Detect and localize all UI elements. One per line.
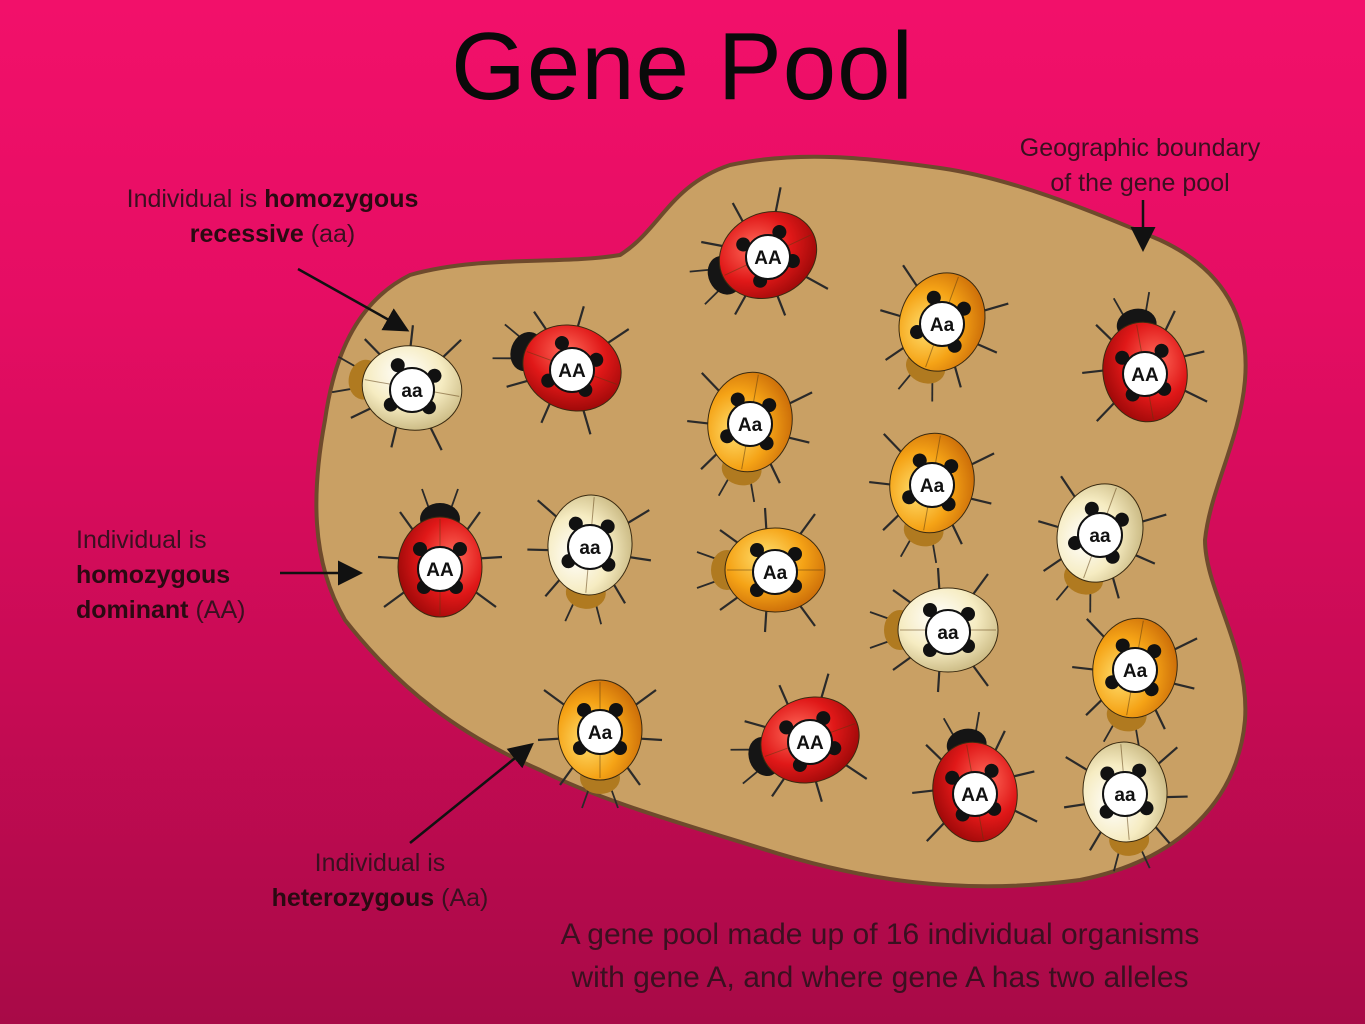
recessive-label-prefix: Individual is [126, 185, 265, 213]
allele-badge [925, 609, 971, 655]
allele-badge [752, 549, 798, 595]
spot [1084, 501, 1099, 516]
page-title: Gene Pool [451, 13, 914, 120]
allele-label: aa [401, 381, 423, 402]
spot [923, 603, 937, 617]
heterozygous-label-suffix: (Aa) [434, 884, 489, 912]
allele-badge [727, 401, 773, 447]
recessive-label: Individual is homozygous recessive (aa) [100, 182, 445, 252]
allele-badge [389, 367, 435, 413]
allele-label: aa [1089, 526, 1111, 547]
allele-label: Aa [763, 563, 788, 584]
heterozygous-label: Individual is heterozygous (Aa) [240, 846, 520, 916]
allele-badge [549, 347, 595, 393]
dominant-label-suffix: (AA) [188, 596, 246, 624]
allele-label: aa [937, 623, 959, 644]
heterozygous-arrow [409, 742, 534, 844]
organism-Aa-6 [880, 264, 1009, 402]
organism-aa-2 [331, 325, 463, 451]
allele-badge [1077, 512, 1123, 558]
dominant-label: Individual is homozygous dominant (AA) [76, 523, 286, 628]
allele-label: Aa [588, 723, 613, 744]
boundary-label-line1: Geographic boundary [1019, 134, 1261, 162]
heterozygous-label-prefix: Individual is [314, 849, 446, 877]
spot [554, 336, 569, 351]
allele-label: aa [579, 538, 601, 559]
caption: A gene pool made up of 16 individual org… [520, 913, 1240, 999]
allele-badge [919, 301, 965, 347]
allele-label: AA [796, 733, 824, 754]
allele-label: Aa [920, 476, 945, 497]
allele-badge [952, 771, 998, 817]
allele-badge [745, 234, 791, 280]
allele-badge [1122, 351, 1168, 397]
dominant-label-bold2: dominant [76, 596, 189, 624]
caption-line2: with gene A, and where gene A has two al… [571, 961, 1189, 994]
allele-badge [1102, 771, 1148, 817]
spot [926, 290, 941, 305]
spot [413, 542, 427, 556]
recessive-arrow [297, 267, 410, 332]
spot [1115, 350, 1130, 365]
allele-badge [417, 546, 463, 592]
allele-badge [1112, 647, 1158, 693]
spot [750, 543, 764, 557]
allele-badge [567, 524, 613, 570]
allele-label: AA [1131, 365, 1159, 386]
allele-badge [909, 462, 955, 508]
spot [390, 358, 405, 373]
spot [779, 720, 794, 735]
heterozygous-label-bold: heterozygous [271, 884, 435, 912]
allele-label: AA [754, 248, 782, 269]
allele-label: Aa [1123, 661, 1148, 682]
allele-label: AA [558, 361, 586, 382]
allele-badge [577, 709, 623, 755]
caption-line1: A gene pool made up of 16 individual org… [560, 918, 1200, 951]
recessive-label-bold: homozygous recessive [189, 185, 419, 248]
dominant-label-prefix: Individual is [76, 526, 207, 554]
spot [1154, 343, 1169, 358]
allele-label: aa [1114, 785, 1136, 806]
spot [984, 763, 999, 778]
boundary-label-line2: of the gene pool [1050, 169, 1230, 197]
spot [945, 770, 960, 785]
allele-label: Aa [738, 415, 763, 436]
organism-AA-9 [377, 488, 503, 618]
spot [453, 542, 467, 556]
dominant-label-bold1: homozygous [76, 561, 231, 589]
allele-label: AA [426, 560, 454, 581]
allele-label: AA [961, 785, 989, 806]
allele-label: Aa [930, 315, 955, 336]
recessive-label-suffix: (aa) [303, 220, 356, 248]
allele-badge [787, 719, 833, 765]
spot [736, 237, 751, 252]
organism-AA-5 [1082, 291, 1208, 423]
boundary-label: Geographic boundary of the gene pool [995, 131, 1285, 201]
